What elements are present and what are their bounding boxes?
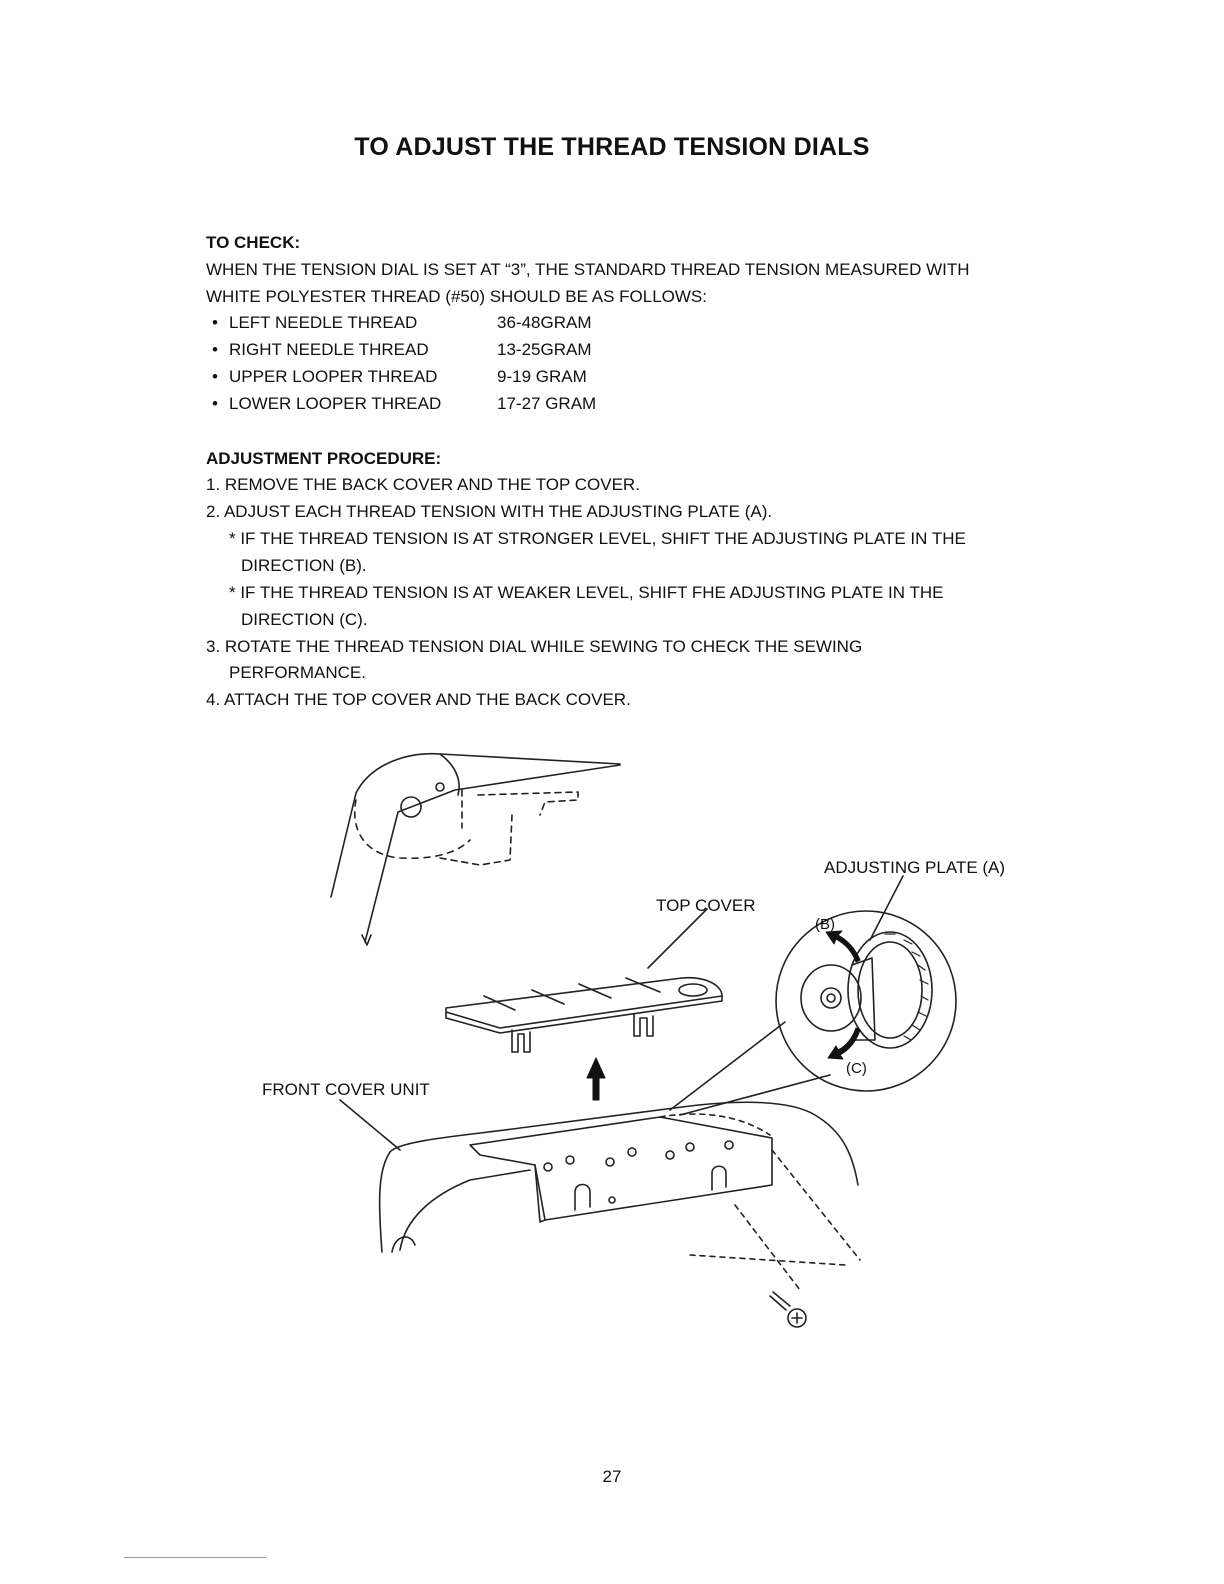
item-value: 9-19 GRAM xyxy=(497,367,587,386)
item-value: 17-27 GRAM xyxy=(497,394,597,413)
note-weaker-line2: DIRECTION (C). xyxy=(241,610,368,629)
check-intro-line2: WHITE POLYESTER THREAD (#50) SHOULD BE A… xyxy=(206,287,707,306)
bullet-icon: • xyxy=(212,313,218,332)
label-top-cover: TOP COVER xyxy=(656,896,756,915)
list-item: • RIGHT NEEDLE THREAD xyxy=(212,340,429,360)
footer-rule xyxy=(124,1557,266,1558)
page-number: 27 xyxy=(602,1467,622,1486)
item-label: UPPER LOOPER THREAD xyxy=(229,367,438,386)
bullet-icon: • xyxy=(212,340,218,359)
screw-icon xyxy=(769,1291,807,1328)
item-value: 36-48GRAM xyxy=(497,313,592,332)
list-item: • UPPER LOOPER THREAD xyxy=(212,367,438,387)
step-4: 4. ATTACH THE TOP COVER AND THE BACK COV… xyxy=(206,690,631,709)
arrow-c-icon xyxy=(827,1027,861,1060)
arrow-b-icon xyxy=(825,930,861,963)
front-cover-unit-illustration xyxy=(339,1099,861,1291)
list-item: • LOWER LOOPER THREAD xyxy=(212,394,442,414)
note-weaker-line1: * IF THE THREAD TENSION IS AT WEAKER LEV… xyxy=(229,583,944,602)
procedure-heading: ADJUSTMENT PROCEDURE: xyxy=(206,449,442,468)
note-stronger-line2: DIRECTION (B). xyxy=(241,556,367,575)
note-stronger-line1: * IF THE THREAD TENSION IS AT STRONGER L… xyxy=(229,529,966,548)
label-direction-c: (C) xyxy=(846,1060,867,1077)
item-label: LEFT NEEDLE THREAD xyxy=(229,313,418,332)
item-value: 13-25GRAM xyxy=(497,340,592,359)
check-intro-line1: WHEN THE TENSION DIAL IS SET AT “3”, THE… xyxy=(206,260,970,279)
bullet-icon: • xyxy=(212,367,218,386)
up-arrow-icon xyxy=(586,1057,606,1101)
bullet-icon: • xyxy=(212,394,218,413)
step-1: 1. REMOVE THE BACK COVER AND THE TOP COV… xyxy=(206,475,640,494)
label-direction-b: (B) xyxy=(815,916,835,933)
magnified-tension-dial xyxy=(669,875,957,1116)
step-3-line2: PERFORMANCE. xyxy=(229,663,366,682)
page-title: TO ADJUST THE THREAD TENSION DIALS xyxy=(354,133,870,161)
check-heading: TO CHECK: xyxy=(206,233,301,252)
list-item: • LEFT NEEDLE THREAD xyxy=(212,313,418,333)
label-front-cover-unit: FRONT COVER UNIT xyxy=(262,1080,430,1099)
step-2: 2. ADJUST EACH THREAD TENSION WITH THE A… xyxy=(206,502,773,521)
item-label: RIGHT NEEDLE THREAD xyxy=(229,340,429,359)
step-3-line1: 3. ROTATE THE THREAD TENSION DIAL WHILE … xyxy=(206,637,863,656)
item-label: LOWER LOOPER THREAD xyxy=(229,394,442,413)
label-adjusting-plate: ADJUSTING PLATE (A) xyxy=(824,858,1006,877)
top-cover-illustration xyxy=(445,908,723,1053)
machine-head-illustration xyxy=(330,752,621,946)
